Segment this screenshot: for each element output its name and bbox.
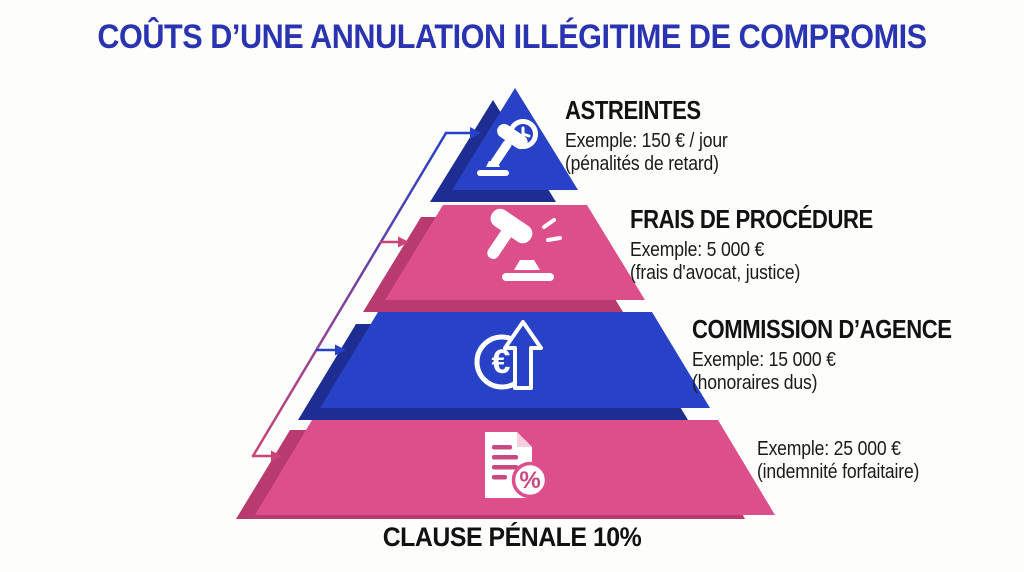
level-clause-text: Exemple: 25 000 € (indemnité forfaitaire… [757, 438, 941, 484]
euro-symbol: € [492, 343, 511, 381]
connector [251, 131, 472, 458]
impact-lines [542, 218, 562, 242]
level-astreintes-example: Exemple: 150 € / jour [565, 130, 728, 152]
gavel-block [514, 260, 540, 270]
level-frais-heading: FRAIS DE PROCÉDURE [630, 204, 873, 234]
level-frais-text: FRAIS DE PROCÉDURE Exemple: 5 000 € (fra… [630, 204, 916, 285]
gavel-block [486, 161, 500, 167]
euro-growth-icon: € [474, 320, 543, 390]
connector-diagonal [251, 131, 448, 458]
gavel-shape [487, 208, 533, 259]
gavel-clock-icon [477, 119, 538, 176]
document-lines [492, 445, 518, 480]
arrowhead-3-icon [335, 344, 346, 356]
level-astreintes-detail: (pénalités de retard) [565, 153, 719, 175]
gavel-icon [487, 208, 562, 281]
page-title: COÛTS D’UNE ANNULATION ILLÉGITIME DE COM… [97, 18, 927, 56]
level-clause-detail: (indemnité forfaitaire) [757, 461, 920, 483]
level-frais-example: Exemple: 5 000 € [630, 239, 765, 261]
level-frais-detail: (frais d'avocat, justice) [630, 262, 801, 284]
level-commission-heading: COMMISSION D’AGENCE [692, 314, 952, 344]
arrowhead-4-icon [271, 450, 282, 462]
level-clause-example: Exemple: 25 000 € [757, 438, 901, 460]
clock-hands [521, 126, 531, 138]
percent-badge [511, 461, 549, 499]
document-percent-icon: % [485, 432, 549, 499]
level-commission-detail: (honoraires dus) [692, 372, 818, 394]
level-astreintes-text: ASTREINTES Exemple: 150 € / jour (pénali… [565, 95, 750, 176]
arrowhead-2-icon [398, 236, 409, 248]
level-commission-example: Exemple: 15 000 € [692, 349, 836, 371]
level-astreintes-heading: ASTREINTES [565, 95, 701, 125]
document-fold [517, 432, 532, 447]
up-arrow [503, 320, 543, 390]
pyramid-base-label: CLAUSE PÉNALE 10% [382, 522, 642, 552]
arrowhead-1-icon [470, 127, 481, 139]
percent-symbol: % [519, 467, 540, 494]
gavel-shape [490, 123, 528, 167]
level-commission-text: COMMISSION D’AGENCE Exemple: 15 000 € (h… [692, 314, 997, 395]
level2-face [385, 205, 645, 300]
